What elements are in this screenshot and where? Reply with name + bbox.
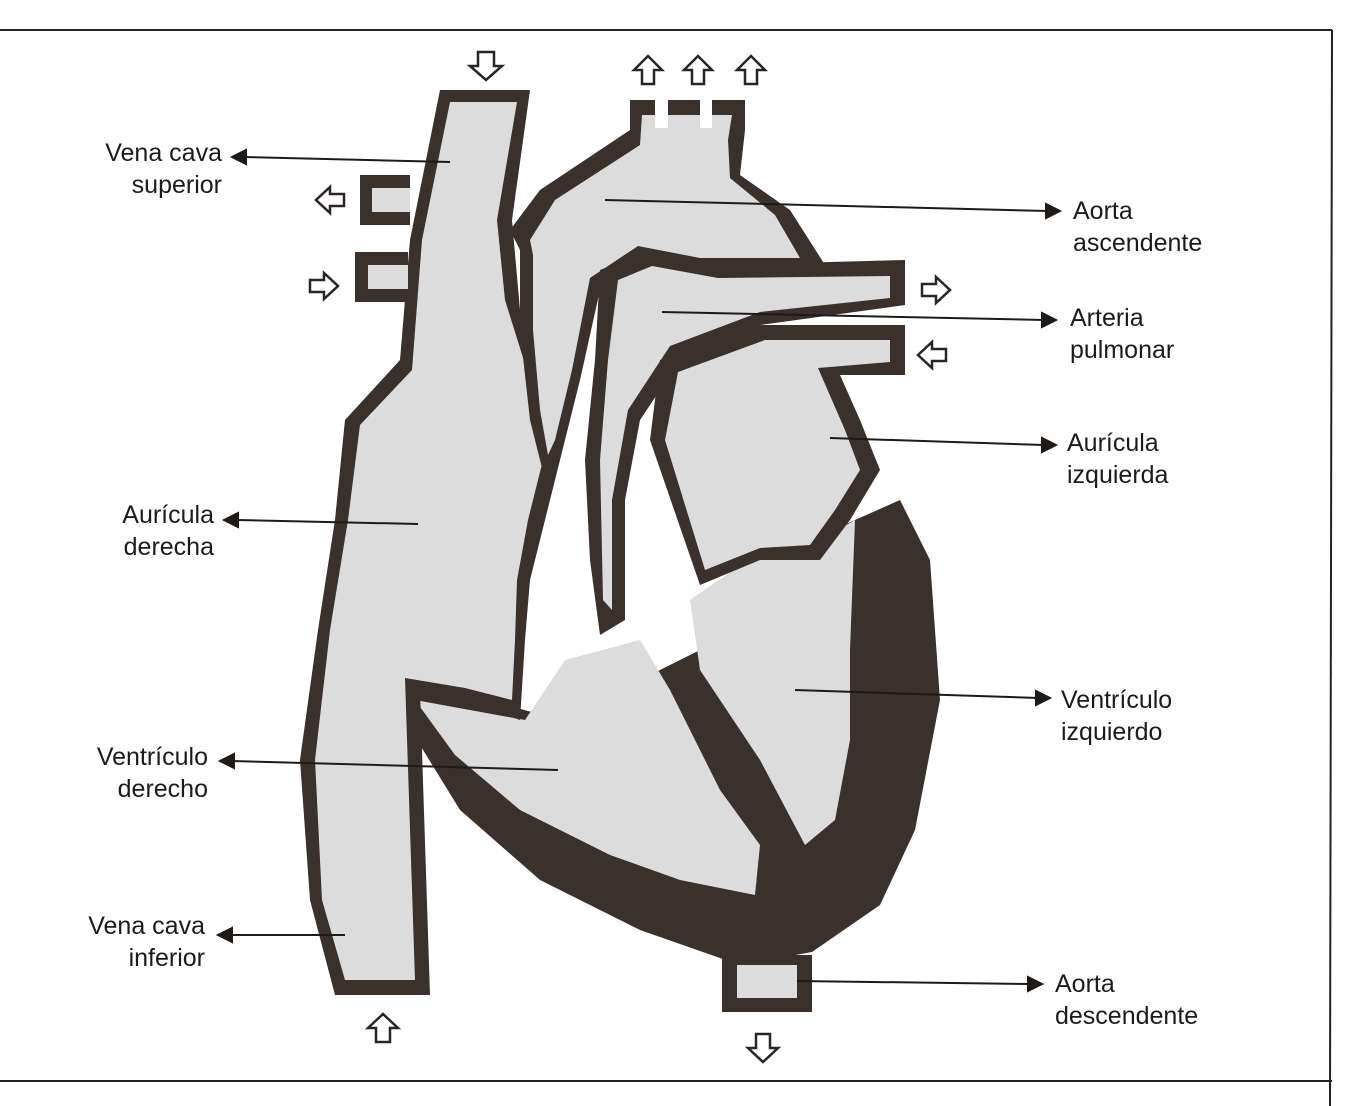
left-atrium-lumen [665,340,890,570]
label-auricula-derecha: Aurícula derecha [70,499,214,563]
arrowhead-icon [215,926,233,944]
label-line-2: izquierda [1067,461,1169,489]
leader-auricula-izquierda [829,437,1045,446]
right-ventricle-chamber [415,640,760,895]
label-line-1: Arteria [1070,304,1144,332]
label-ventriculo-derecho: Ventrículo derecho [60,741,208,805]
arrowhead-icon [1045,202,1063,220]
vein-stub-upper-lumen [372,188,410,212]
label-auricula-izquierda: Aurícula izquierda [1067,427,1168,491]
label-line-1: Aurícula [1067,429,1159,457]
label-line-1: Aurícula [122,501,214,529]
arrowhead-icon [1041,436,1059,454]
leader-aorta-descendente [796,980,1031,985]
pulmonary-lumen [600,266,890,610]
left-ventricle-chamber [690,520,855,845]
leader-auricula-derecha [235,519,419,525]
arrow-up-icon [733,54,769,86]
arrow-down-icon [744,1032,782,1064]
leader-ventriculo-derecho [231,760,559,771]
label-line-2: derecho [117,775,208,803]
heart-outline [300,90,940,1012]
arrowhead-icon [1027,975,1045,993]
page-border-right [1329,29,1333,1106]
aorta-lumen [530,115,800,455]
label-line-2: derecha [123,533,214,561]
arrow-down-icon [466,50,506,82]
arrowhead-icon [1035,689,1053,707]
leader-aorta-ascendente [604,199,1049,212]
label-aorta-ascendente: Aorta ascendente [1073,195,1202,259]
label-line-2: superior [131,171,222,199]
arrow-left-icon [916,339,948,371]
label-line-1: Aorta [1073,197,1133,225]
label-line-2: descendente [1055,1002,1199,1030]
arrow-up-icon [630,54,666,86]
leader-vena-cava-superior [243,156,451,163]
label-line-1: Ventrículo [96,743,208,771]
aorta-notch-1 [655,100,668,128]
label-line-1: Ventrículo [1061,686,1173,714]
arrow-up-icon [364,1012,402,1044]
label-vena-cava-inferior: Vena cava inferior [50,910,205,974]
label-line-1: Aorta [1055,970,1115,998]
leader-arteria-pulmonar [661,311,1045,321]
arrow-right-icon [308,270,340,302]
arrow-right-icon [920,274,952,306]
leader-lines [215,148,1063,993]
leader-ventriculo-izquierdo [794,689,1039,699]
arrow-up-icon [680,54,716,86]
arrowhead-icon [221,511,239,529]
arrowhead-icon [1041,311,1059,329]
label-line-2: izquierdo [1061,718,1163,746]
label-aorta-descendente: Aorta descendente [1055,968,1198,1032]
aorta-notch-2 [700,100,712,128]
label-line-2: ascendente [1073,229,1203,257]
label-ventriculo-izquierdo: Ventrículo izquierdo [1061,684,1172,748]
label-line-2: inferior [128,944,205,972]
label-line-2: pulmonar [1070,336,1175,364]
label-vena-cava-superior: Vena cava superior [70,137,222,201]
label-line-1: Vena cava [88,912,205,940]
descending-aorta-lumen [737,965,797,998]
flow-arrows [308,50,952,1064]
arrow-left-icon [314,184,346,216]
arrowhead-icon [217,752,235,770]
vena-cava-lumen [315,102,543,980]
label-line-1: Vena cava [105,139,222,167]
label-arteria-pulmonar: Arteria pulmonar [1070,302,1174,366]
vein-stub-lower-lumen [368,265,408,289]
arrowhead-icon [229,148,247,166]
